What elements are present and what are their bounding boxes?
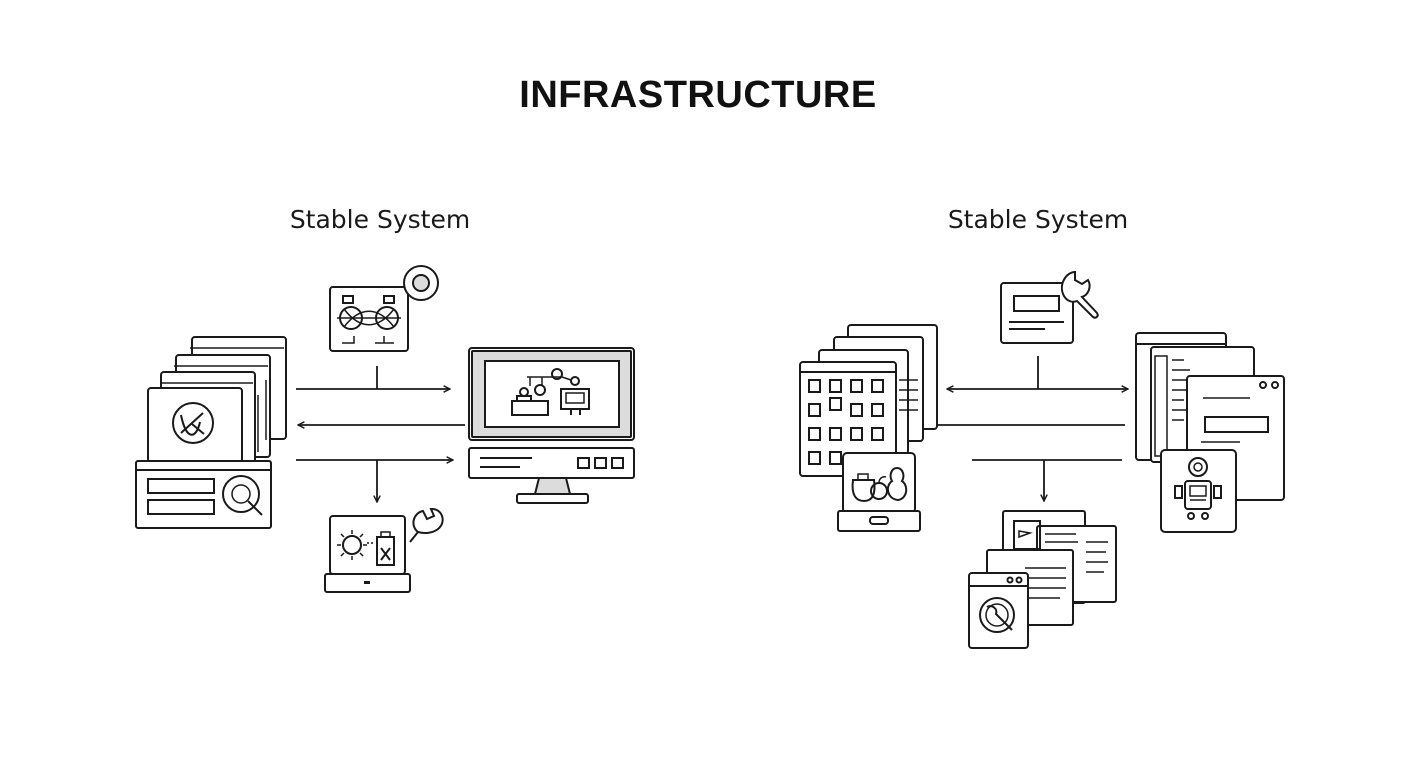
report-stack-icon <box>986 510 1117 626</box>
gauge-badge-icon <box>403 265 439 301</box>
settings-tablet-icon <box>324 515 411 593</box>
page-title: INFRASTRUCTURE <box>519 74 877 116</box>
right-panel <box>799 270 1285 649</box>
wrench-icon <box>1060 270 1099 319</box>
wrench-icon <box>409 507 444 543</box>
right-connectors <box>937 356 1128 501</box>
robot-icon <box>1160 449 1237 533</box>
desktop-monitor-icon <box>468 347 635 504</box>
switchboard-icon <box>329 286 409 352</box>
left-connectors <box>296 366 465 502</box>
document-stack-icon <box>147 336 287 475</box>
server-card-icon <box>1000 282 1074 344</box>
building-icon <box>799 361 897 477</box>
magnifier-icon <box>222 475 263 516</box>
washing-machine-icon <box>968 572 1029 649</box>
left-panel <box>135 265 635 593</box>
right-panel-title: Stable System <box>947 205 1129 234</box>
food-tablet-icon <box>837 452 921 532</box>
left-panel-title: Stable System <box>289 205 471 234</box>
server-unit-icon <box>135 460 272 529</box>
browser-window-icon <box>1135 332 1285 501</box>
